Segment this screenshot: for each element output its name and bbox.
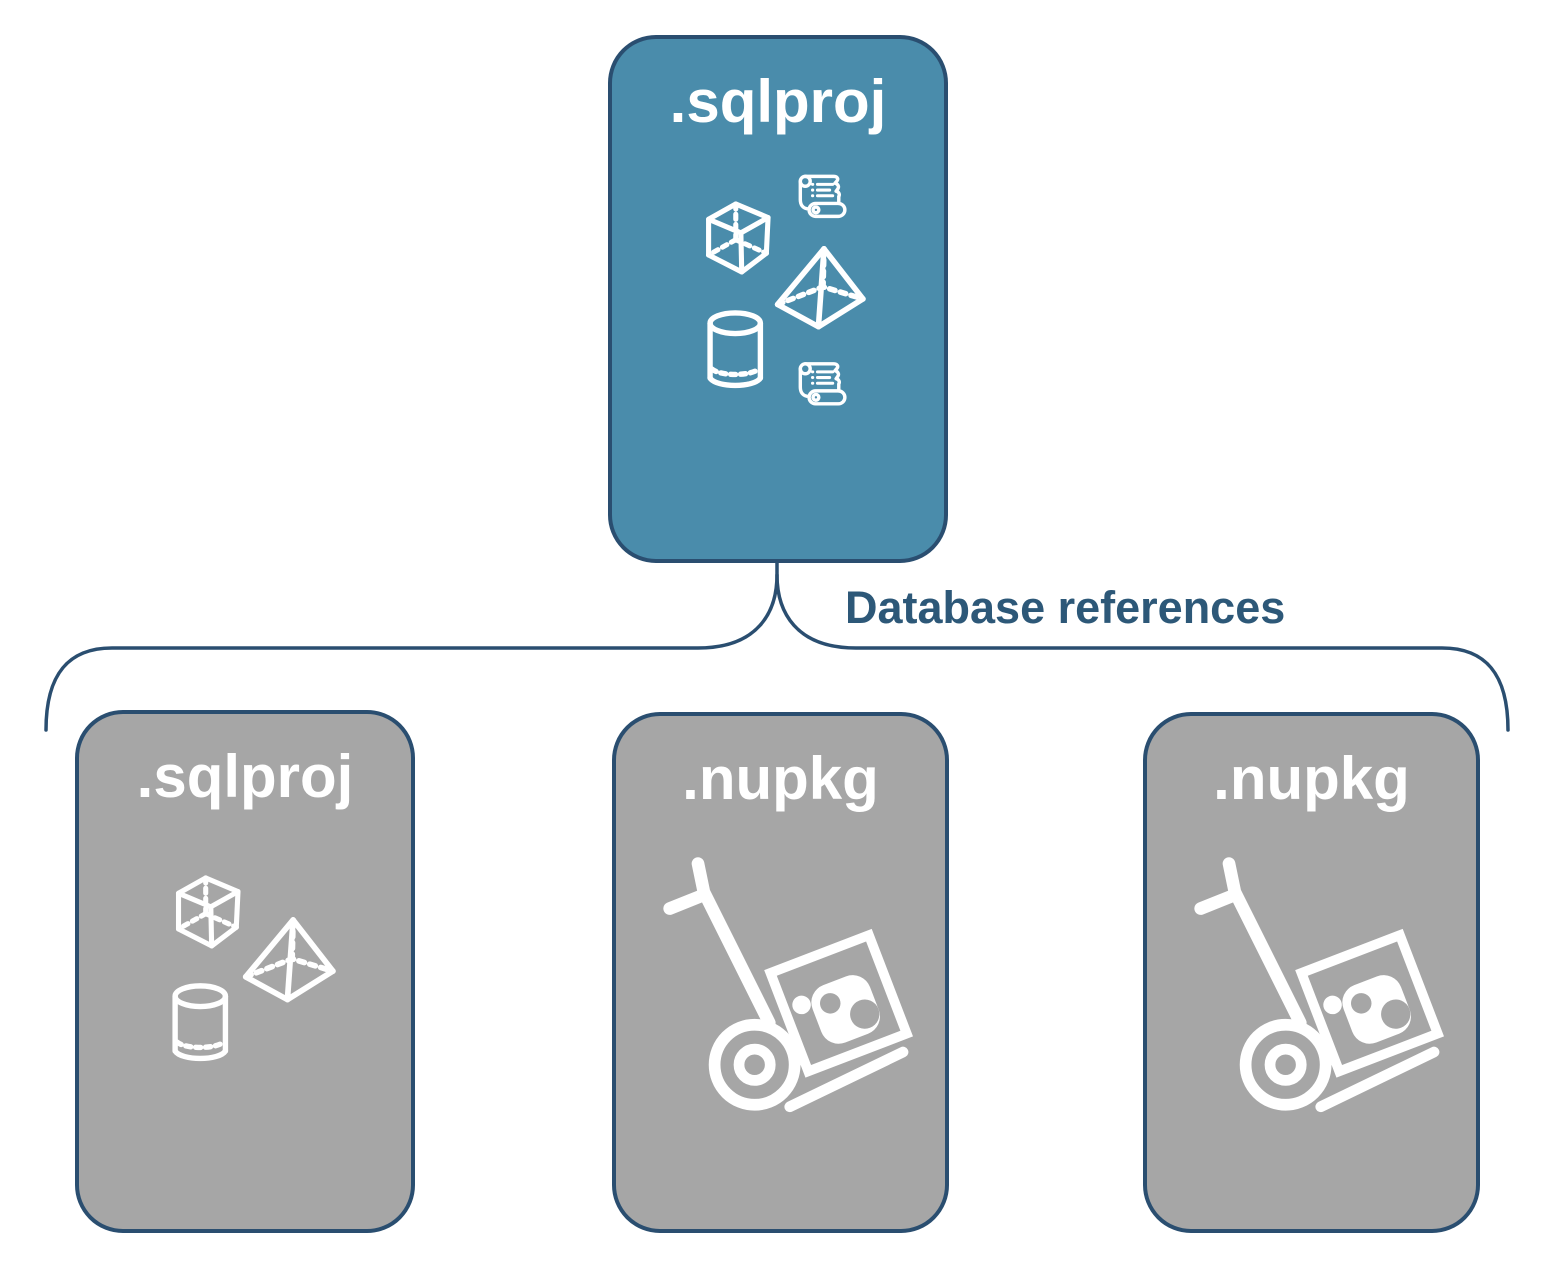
sql-objects-with-scripts-icon	[612, 174, 944, 406]
root-card-title: .sqlproj	[669, 68, 887, 135]
package-dolly-icon	[670, 864, 907, 1107]
scroll-icon	[798, 174, 847, 219]
child-nupkg-card: .nupkg	[1143, 712, 1480, 1233]
package-dolly-icon	[616, 716, 945, 1229]
root-sqlproj-card: .sqlproj	[608, 35, 948, 563]
child-nupkg-card: .nupkg	[612, 712, 949, 1233]
brace-connector	[44, 561, 1510, 732]
cylinder-icon	[175, 986, 225, 1059]
child-card-title: .sqlproj	[136, 743, 354, 810]
child-card-title: .nupkg	[682, 745, 879, 812]
pyramid-icon	[778, 249, 863, 327]
pyramid-icon	[246, 920, 333, 1000]
cylinder-icon	[710, 313, 760, 386]
child-sqlproj-card: .sqlproj	[75, 710, 415, 1233]
package-dolly-icon	[1147, 716, 1476, 1229]
cube-icon	[179, 878, 238, 946]
scroll-icon	[798, 362, 847, 406]
connector-label: Database references	[845, 582, 1286, 633]
child-card-title: .nupkg	[1213, 745, 1410, 812]
package-dolly-icon	[1201, 864, 1438, 1107]
sql-objects-icon	[79, 714, 411, 1229]
cube-icon	[709, 204, 768, 272]
